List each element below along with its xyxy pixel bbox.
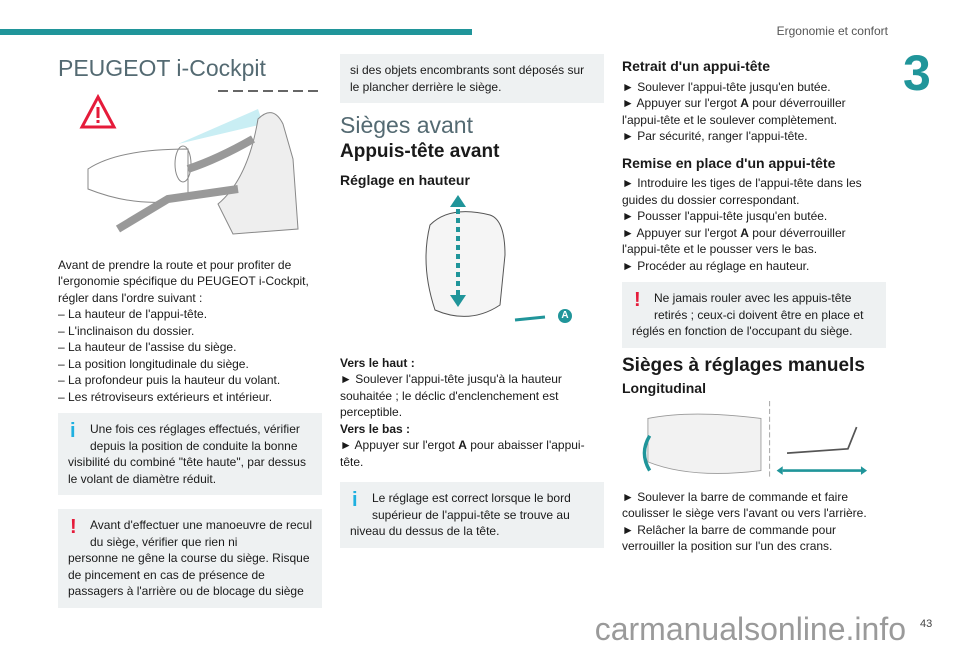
heading-reglage-hauteur: Réglage en hauteur	[340, 172, 470, 188]
seat-illustration	[642, 400, 868, 479]
cockpit-illustration	[79, 89, 320, 235]
page-number: 43	[920, 618, 933, 630]
up-label: Vers le haut :	[340, 355, 415, 370]
continued-box: si des objets encombrants sont déposés s…	[340, 54, 604, 103]
list-item: – Les rétroviseurs extérieurs et intérie…	[58, 389, 273, 404]
step: ► Par sécurité, ranger l'appui-tête.	[622, 129, 808, 143]
list-item: – La position longitudinale du siège.	[58, 356, 249, 371]
list-item: – La hauteur de l'appui-tête.	[58, 307, 208, 321]
column-3: Retrait d'un appui-tête ► Soulever l'app…	[622, 54, 886, 555]
headrest-illustration: A	[340, 194, 604, 345]
info-icon: i	[352, 489, 358, 511]
adjust-list: – La hauteur de l'appui-tête. – L'inclin…	[58, 306, 322, 405]
intro-text: Avant de prendre la route et pour profit…	[58, 257, 309, 305]
section-title: Ergonomie et confort	[776, 24, 888, 38]
heading-appuis-tete: Appuis-tête avant	[340, 140, 500, 162]
down-text: ► Appuyer sur l'ergot A pour abaisser l'…	[340, 438, 585, 469]
header-bar	[0, 29, 472, 35]
warning-icon: !	[70, 516, 77, 538]
step: ► Relâcher la barre de commande pour ver…	[622, 522, 836, 554]
step: ► Soulever l'appui-tête jusqu'en butée.	[622, 79, 831, 94]
warning-box: !Avant d'effectuer une manoeuvre de recu…	[58, 509, 322, 608]
step: ► Appuyer sur l'ergot A pour déverrouill…	[622, 225, 846, 257]
up-text: ► Soulever l'appui-tête jusqu'à la haute…	[340, 372, 562, 419]
heading-remise: Remise en place d'un appui-tête	[622, 154, 836, 171]
list-item: – La hauteur de l'assise du siège.	[58, 340, 237, 354]
column-1: PEUGEOT i-Cockpit Avant de prendre la ro…	[58, 54, 322, 616]
down-label: Vers le bas :	[340, 421, 411, 436]
list-item: – La profondeur puis la hauteur du volan…	[58, 373, 281, 387]
list-item: – L'inclinaison du dossier.	[58, 323, 195, 338]
step: ► Procéder au réglage en hauteur.	[622, 258, 810, 273]
chapter-number: 3	[903, 45, 931, 101]
watermark: carmanualsonline.info	[594, 611, 906, 647]
info-icon: i	[70, 420, 76, 442]
heading-manuels: Sièges à réglages manuels	[622, 354, 865, 376]
warning-box: !Ne jamais rouler avec les appuis-tête r…	[622, 282, 886, 348]
column-2: si des objets encombrants sont déposés s…	[340, 54, 604, 556]
step: ► Pousser l'appui-tête jusqu'en butée.	[622, 209, 828, 223]
page-title: PEUGEOT i-Cockpit	[58, 55, 266, 81]
step: ► Soulever la barre de commande et faire…	[622, 489, 867, 521]
step: ► Appuyer sur l'ergot A pour déverrouill…	[622, 96, 846, 127]
heading-retrait: Retrait d'un appui-tête	[622, 58, 770, 74]
heading-longitudinal: Longitudinal	[622, 380, 706, 396]
warning-icon: !	[634, 289, 641, 311]
step: ► Introduire les tiges de l'appui-tête d…	[622, 176, 862, 207]
heading-sieges-avant: Sièges avant	[340, 112, 473, 138]
label-a: A	[558, 308, 572, 323]
